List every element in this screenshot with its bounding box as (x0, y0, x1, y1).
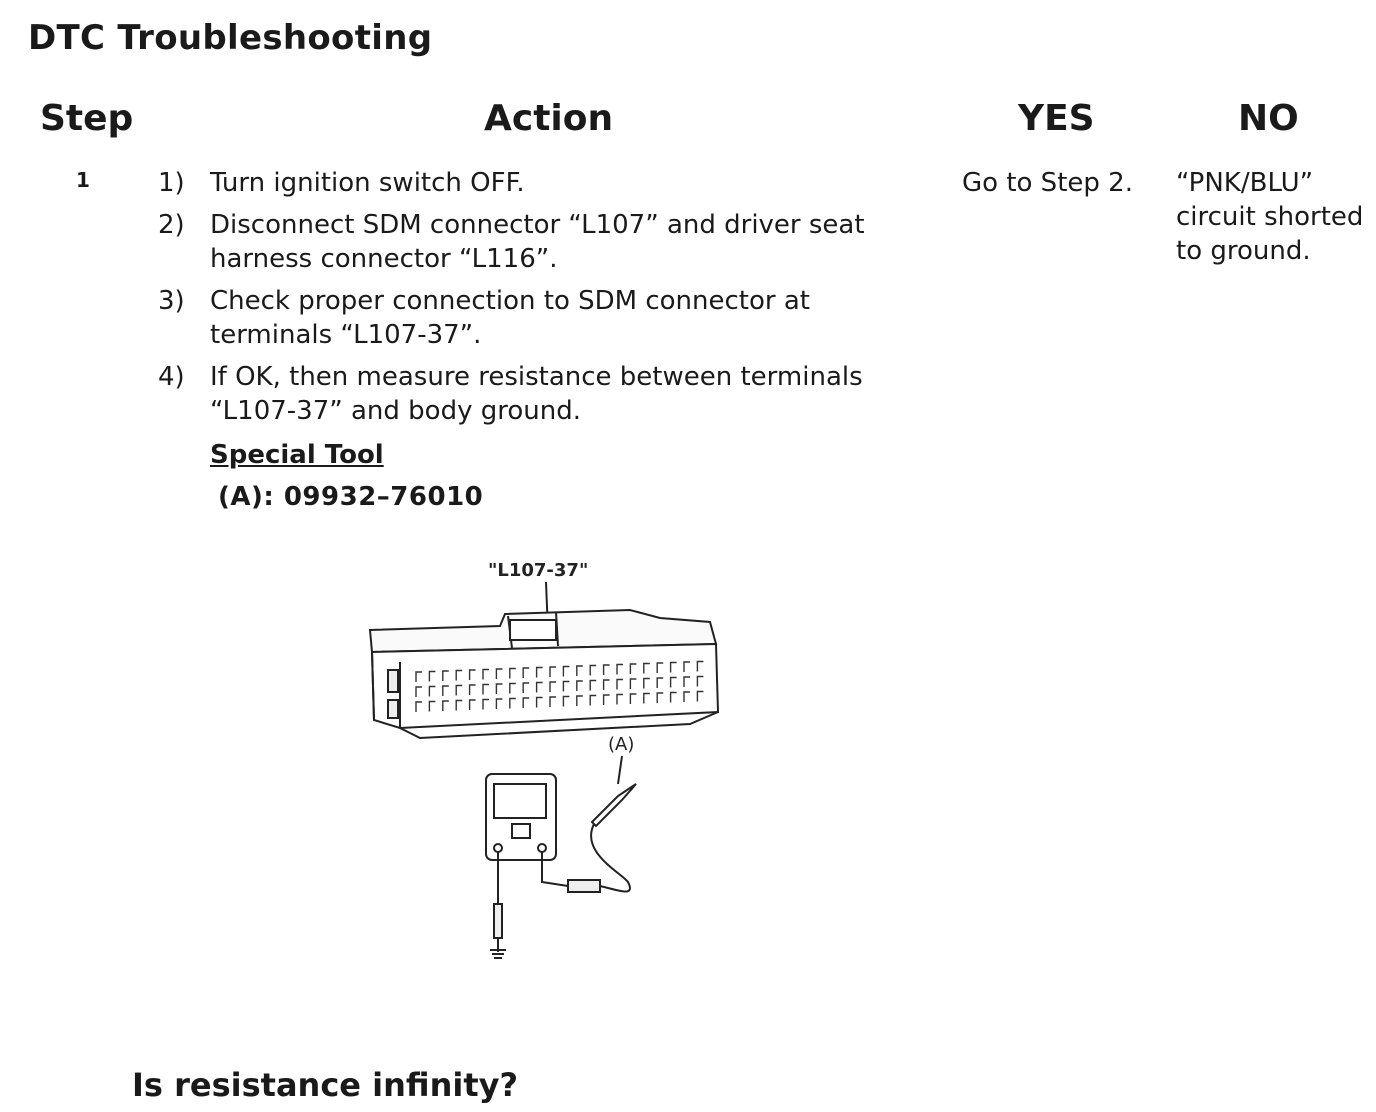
connector-measurement-diagram: "L107-37" (A) (368, 560, 720, 959)
action-number: 4) (158, 362, 185, 392)
svg-text:"L107-37": "L107-37" (488, 560, 588, 581)
action-list: 1) Turn ignition switch OFF. 2) Disconne… (158, 166, 928, 436)
svg-text:(A): (A) (608, 734, 634, 755)
multimeter-icon (485, 773, 557, 861)
action-text: Turn ignition switch OFF. (210, 168, 525, 198)
action-item: 1) Turn ignition switch OFF. (158, 166, 928, 200)
action-number: 3) (158, 286, 185, 316)
no-result: “PNK/BLU” circuit shorted to ground. (1176, 168, 1364, 266)
special-tool-label: Special Tool (210, 440, 384, 470)
connector-terminals (415, 660, 704, 712)
step-number: 1 (76, 168, 90, 192)
column-header-step: Step (40, 98, 134, 139)
column-header-action: Action (484, 98, 614, 139)
check-question: Is resistance infinity? (132, 1066, 519, 1104)
action-text: Disconnect SDM connector “L107” and driv… (210, 210, 865, 274)
action-text: If OK, then measure resistance between t… (210, 362, 863, 426)
action-item: 2) Disconnect SDM connector “L107” and d… (158, 208, 928, 276)
action-number: 2) (158, 210, 185, 240)
action-number: 1) (158, 168, 185, 198)
terminal-label: "L107-37" (488, 560, 588, 581)
action-item: 3) Check proper connection to SDM connec… (158, 284, 928, 352)
action-text: Check proper connection to SDM connector… (210, 286, 810, 350)
sdm-connector-icon (368, 608, 720, 740)
yes-result: Go to Step 2. (962, 168, 1133, 198)
column-header-yes: YES (1018, 98, 1095, 139)
special-tool-code: (A): 09932–76010 (218, 482, 484, 512)
page-title: DTC Troubleshooting (28, 18, 433, 58)
column-header-no: NO (1238, 98, 1299, 139)
action-item: 4) If OK, then measure resistance betwee… (158, 360, 928, 428)
probe-a-icon (590, 783, 637, 893)
tool-label: (A) (608, 734, 634, 755)
test-lead-icon (490, 852, 601, 959)
